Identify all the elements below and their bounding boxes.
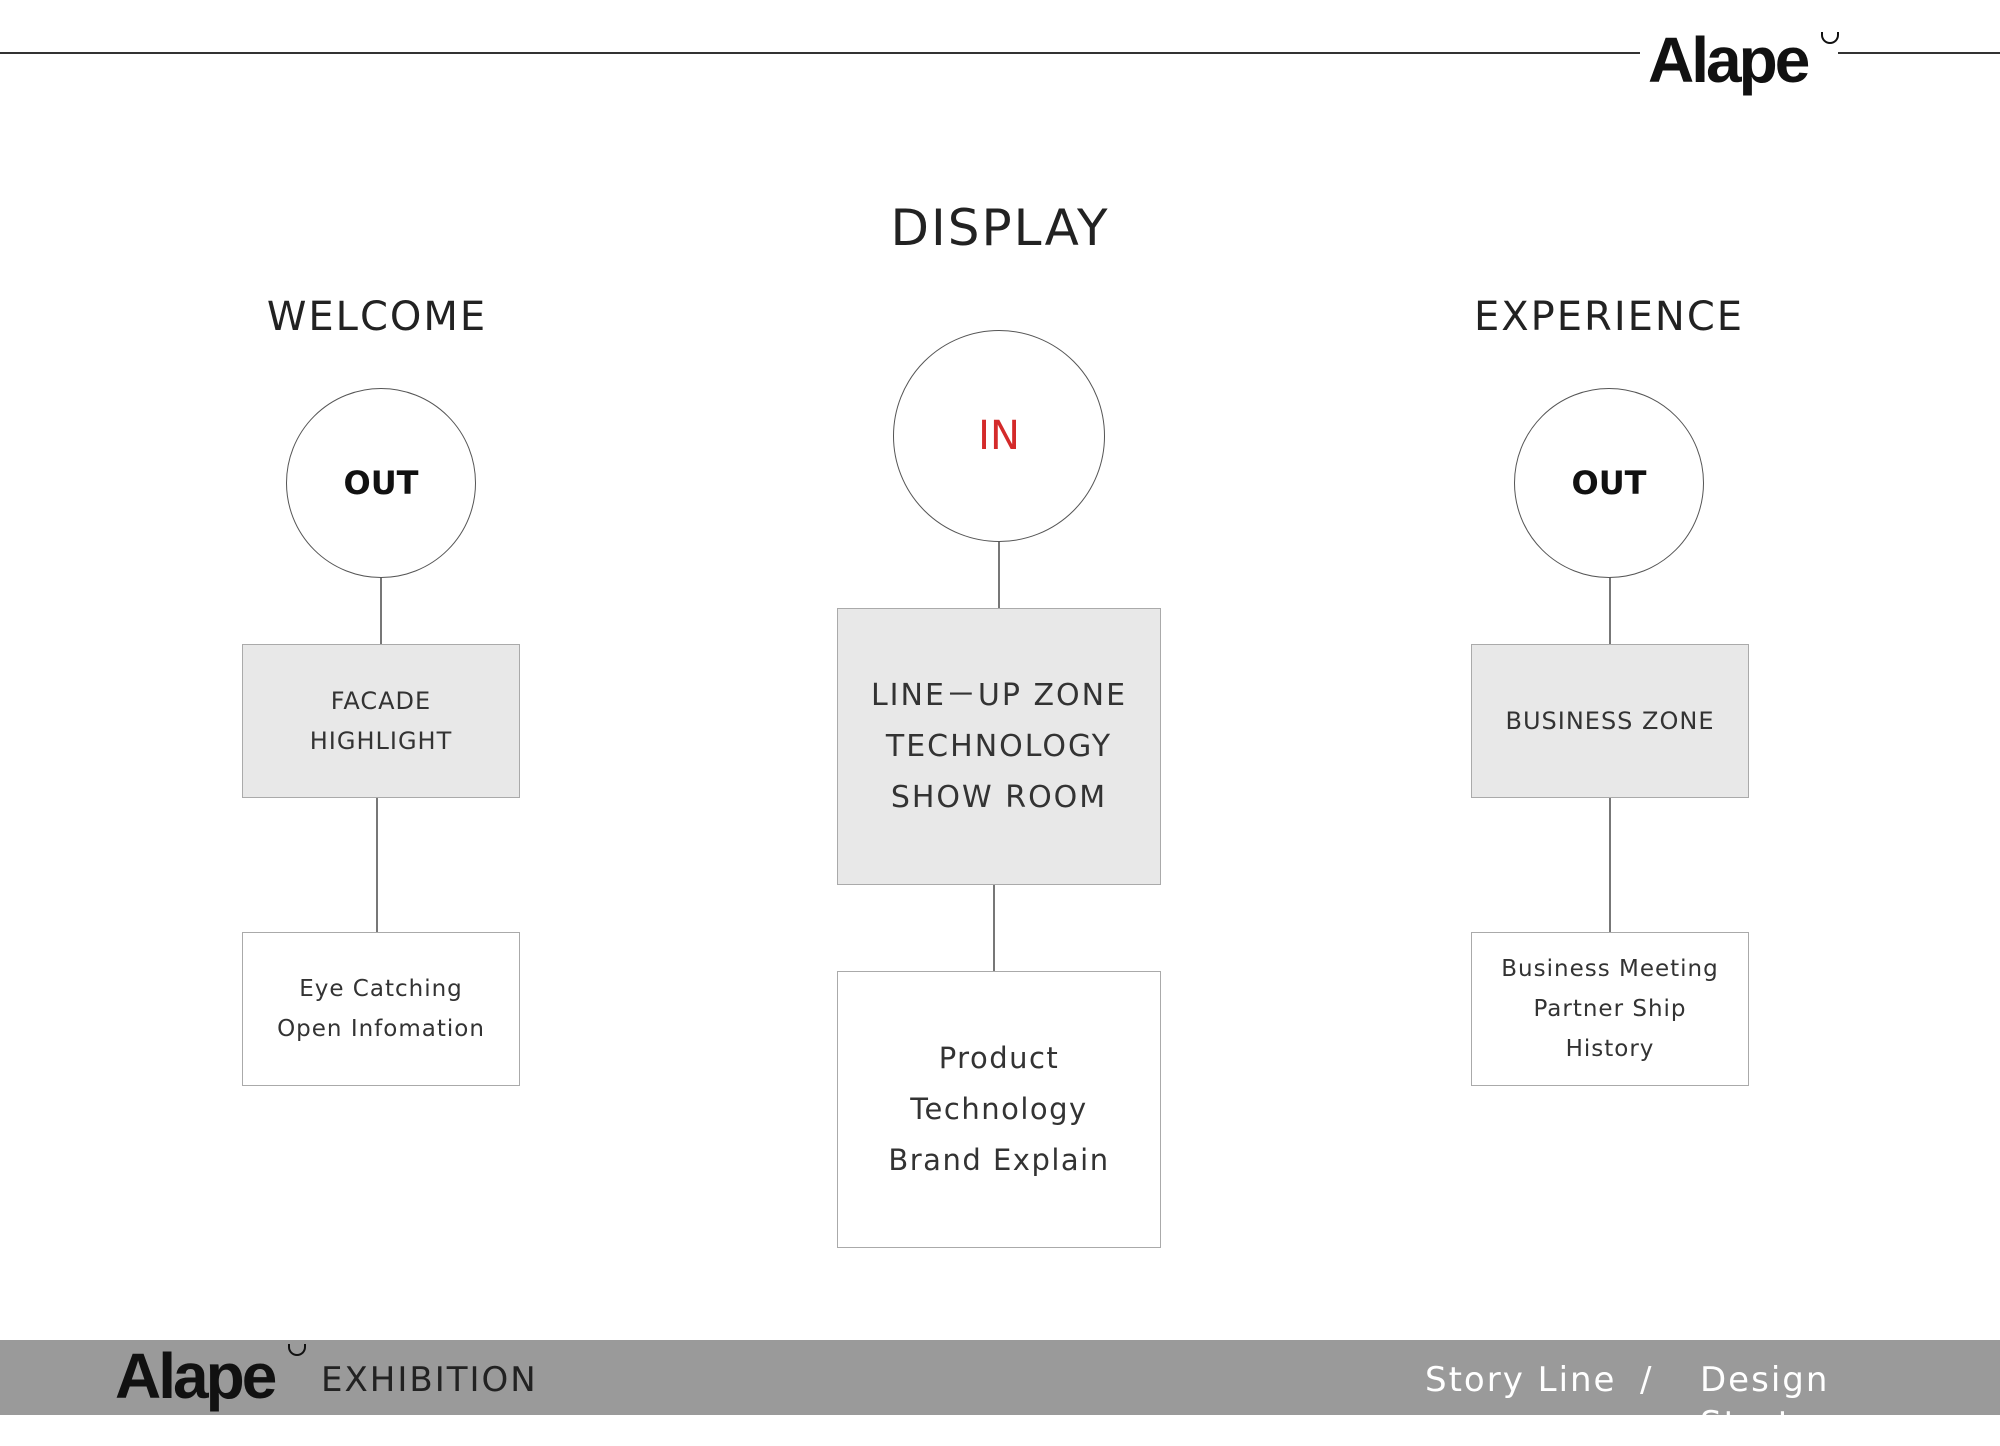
display-connector-top [998,540,1000,608]
diagram-title: DISPLAY [890,199,1110,257]
footer-nav-story-line[interactable]: Story Line [1425,1360,1617,1400]
display-in-node: IN [893,330,1105,542]
welcome-detail-line: Open Infomation [277,1016,485,1042]
footer-bar: Alape EXHIBITION Story Line / Design Str… [0,1340,2000,1444]
experience-connector-top [1609,577,1611,645]
footer-logo: Alape [115,1340,277,1412]
display-detail-box: Product Technology Brand Explain [837,971,1161,1248]
footer-nav-separator: / [1640,1360,1654,1400]
welcome-zone-line: HIGHLIGHT [309,727,453,755]
experience-zone-line: BUSINESS ZONE [1505,707,1715,735]
welcome-heading: WELCOME [266,294,488,340]
experience-detail-line: Partner Ship [1533,996,1687,1022]
experience-out-label: OUT [1571,464,1647,502]
display-zone-box: LINE－UP ZONE TECHNOLOGY SHOW ROOM [837,608,1161,885]
welcome-detail-box: Eye Catching Open Infomation [242,932,520,1086]
header-rule-right [1838,52,2000,54]
welcome-zone-box: FACADE HIGHLIGHT [242,644,520,798]
header-logo-smile-icon [1821,32,1839,44]
experience-connector-bottom [1609,797,1611,932]
welcome-out-node: OUT [286,388,476,578]
welcome-zone-line: FACADE [330,687,432,715]
display-detail-line: Technology [910,1092,1088,1126]
welcome-out-label: OUT [343,464,419,502]
footer-nav-design-strategy[interactable]: Design Strategy [1700,1360,1862,1444]
display-in-label: IN [978,413,1020,459]
welcome-connector-bottom [376,797,378,932]
welcome-detail-line: Eye Catching [299,976,463,1002]
footer-exhibition-label: EXHIBITION [321,1360,538,1400]
welcome-connector-top [380,577,382,645]
display-detail-line: Product [938,1041,1060,1075]
experience-out-node: OUT [1514,388,1704,578]
experience-heading: EXPERIENCE [1473,294,1745,340]
header-rule-left [0,52,1640,54]
display-detail-line: Brand Explain [888,1143,1110,1177]
footer-logo-smile-icon [288,1344,306,1356]
experience-detail-box: Business Meeting Partner Ship History [1471,932,1749,1086]
display-zone-line: LINE－UP ZONE [870,678,1128,713]
header-logo: Alape [1648,24,1810,96]
experience-detail-line: History [1565,1036,1655,1062]
display-zone-line: SHOW ROOM [890,780,1108,815]
display-connector-bottom [993,884,995,972]
experience-zone-box: BUSINESS ZONE [1471,644,1749,798]
experience-detail-line: Business Meeting [1501,956,1719,982]
display-zone-line: TECHNOLOGY [885,729,1113,764]
